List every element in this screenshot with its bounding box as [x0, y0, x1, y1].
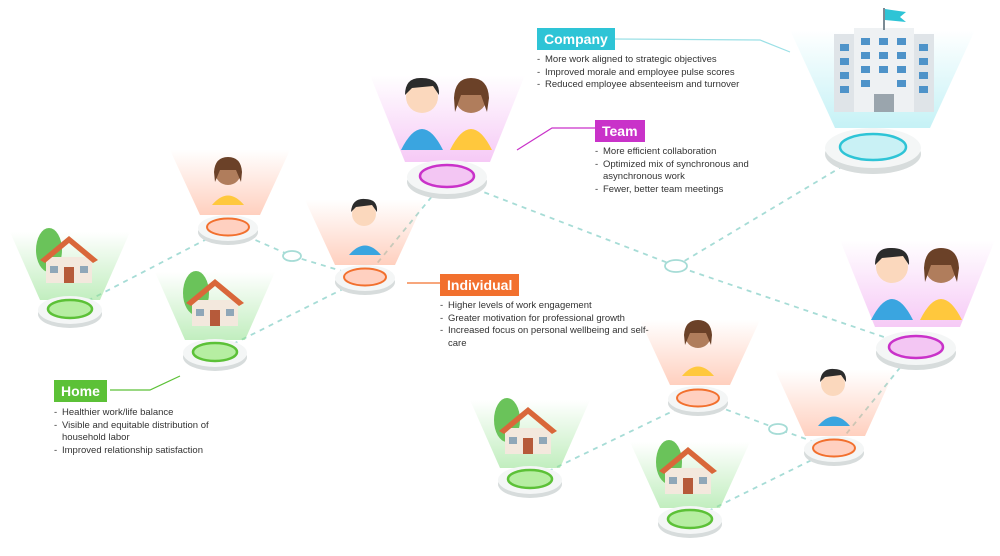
person-icon	[401, 77, 443, 150]
list-item: Improved morale and employee pulse score…	[537, 67, 777, 80]
list-item: Optimized mix of synchronous and asynchr…	[595, 159, 755, 184]
list-item: Greater motivation for professional grow…	[440, 313, 655, 326]
person-icon	[450, 78, 492, 150]
team-pointer-line	[516, 127, 595, 151]
list-item: More work aligned to strategic objective…	[537, 54, 777, 67]
team-benefits-list: More efficient collaboration Optimized m…	[595, 146, 755, 196]
list-item: Higher levels of work engagement	[440, 300, 655, 313]
company-label: Company	[537, 28, 615, 50]
home-node	[470, 398, 590, 498]
team-node	[370, 75, 525, 199]
list-item: Visible and equitable distribution of ho…	[54, 420, 234, 445]
home-node	[155, 271, 275, 371]
individual-node	[775, 368, 895, 466]
company-pointer-line	[611, 38, 791, 53]
home-label: Home	[54, 380, 107, 402]
list-item: Healthier work/life balance	[54, 407, 234, 420]
junction-dot	[768, 423, 788, 435]
individual-label: Individual	[440, 274, 520, 296]
house-icon	[659, 447, 717, 494]
house-icon	[186, 279, 244, 326]
individual-node	[640, 320, 760, 416]
house-icon	[40, 236, 98, 283]
company-benefits-list: More work aligned to strategic objective…	[537, 54, 777, 92]
list-item: Improved relationship satisfaction	[54, 445, 234, 458]
list-item: More efficient collaboration	[595, 146, 755, 159]
person-icon	[871, 247, 913, 320]
list-item: Reduced employee absenteeism and turnove…	[537, 79, 777, 92]
company-node	[790, 8, 975, 174]
flag-icon	[883, 8, 906, 30]
junction-dot	[664, 259, 688, 273]
person-icon	[349, 198, 381, 255]
home-pointer-line	[110, 375, 181, 391]
list-item: Fewer, better team meetings	[595, 184, 755, 197]
home-node	[10, 228, 130, 328]
individual-node	[170, 150, 290, 245]
junction-dot	[282, 250, 302, 262]
home-benefits-list: Healthier work/life balance Visible and …	[54, 407, 234, 457]
list-item: Increased focus on personal wellbeing an…	[440, 325, 655, 350]
person-icon	[212, 157, 244, 205]
person-icon	[682, 320, 714, 376]
building-icon	[834, 28, 934, 112]
team-label: Team	[595, 120, 645, 142]
person-icon	[818, 368, 850, 426]
individual-benefits-list: Higher levels of work engagement Greater…	[440, 300, 655, 350]
home-node	[630, 440, 750, 538]
team-node	[840, 240, 995, 370]
house-icon	[499, 407, 557, 454]
person-icon	[920, 248, 962, 320]
individual-node	[305, 198, 425, 295]
